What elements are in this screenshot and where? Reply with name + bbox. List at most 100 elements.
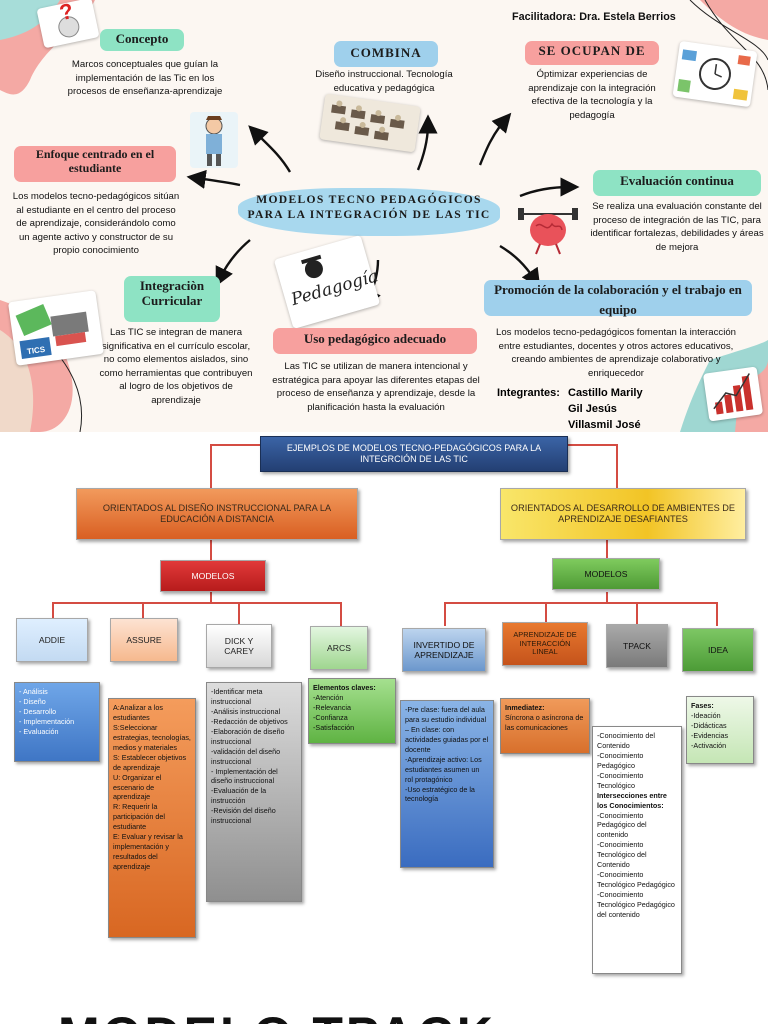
model-name: TPACK: [622, 640, 651, 651]
connector-line: [52, 602, 342, 604]
addie-content-card: - Análisis - Diseño - Desarrollo - Imple…: [14, 682, 100, 762]
arcs-content-card: Elementos claves: -Atención -Relevancia …: [308, 678, 396, 744]
promocion-label: Promoción de la colaboración y el trabaj…: [484, 280, 752, 317]
concepto-description: Marcos conceptuales que guían la impleme…: [67, 59, 223, 98]
model-name: DICK Y CAREY: [224, 635, 254, 656]
classroom-image: [319, 93, 421, 153]
facilitator-text: Facilitadora: Dra. Estela Berrios: [512, 11, 676, 23]
footer-heading: MODELO TPACK: [58, 1006, 496, 1024]
model-interaccion-lineal-node: APRENDIZAJE DE INTERACCIÓN LINEAL: [502, 622, 588, 666]
integrante-name: Castillo Marily: [568, 387, 643, 399]
svg-text:TICS: TICS: [26, 345, 46, 357]
clock-devices-image: [672, 40, 758, 108]
model-arcs-node: ARCS: [310, 626, 368, 670]
assure-content-card: A:Analizar a los estudiantes S:Seleccion…: [108, 698, 196, 938]
model-content: -Atención -Relevancia -Confianza -Satisf…: [313, 692, 355, 732]
integracion-label: Integraciòn Curricular: [124, 276, 220, 322]
right-branch-node: ORIENTADOS AL DESARROLLO DE AMBIENTES DE…: [500, 488, 746, 540]
uso-label: Uso pedagógico adecuado: [273, 328, 477, 354]
footer-heading-clip: MODELO TPACK: [0, 976, 768, 1024]
model-content-title: Elementos claves:: [313, 683, 376, 692]
model-name: ARCS: [327, 642, 351, 653]
connector-line: [444, 602, 718, 604]
connector-line: [238, 602, 240, 624]
combina-label: COMBINA: [334, 41, 438, 67]
left-models-node: MODELOS: [160, 560, 266, 592]
model-content: -Ideación -Didácticas -Evidencias -Activ…: [691, 710, 729, 750]
integrante-name: Gil Jesús: [568, 402, 617, 415]
question-figure-image: ?: [36, 0, 100, 49]
evaluacion-label: Evaluación continua: [593, 170, 761, 196]
idea-content-card: Fases: -Ideación -Didácticas -Evidencias…: [686, 696, 754, 764]
tic-books-image: TICS: [7, 290, 105, 366]
left-branch-node: ORIENTADOS AL DISEÑO INSTRUCCIONAL PARA …: [76, 488, 358, 540]
interaccion-lineal-content-card: Inmediatez: Síncrona o asíncrona de las …: [500, 698, 590, 754]
model-tpack-node: TPACK: [606, 624, 668, 668]
student-figure-image: [190, 112, 238, 168]
se-ocupan-label: SE OCUPAN DE: [525, 41, 659, 65]
model-content-title: Inmediatez:: [505, 703, 545, 712]
growth-chart-image: [702, 366, 764, 422]
center-title-blob: [238, 188, 500, 236]
center-title: MODELOS TECNO PEDAGÓGICOS PARA LA INTEGR…: [247, 193, 491, 222]
svg-text:?: ?: [57, 0, 75, 25]
right-models-label: MODELOS: [584, 568, 628, 579]
evaluacion-description: Se realiza una evaluación constante del …: [590, 201, 764, 253]
connector-line: [606, 592, 608, 602]
connector-line: [210, 444, 262, 446]
model-content: Síncrona o asíncrona de las comunicacion…: [505, 712, 586, 732]
left-models-label: MODELOS: [191, 570, 235, 581]
uso-description: Las TIC se utilizan de manera intenciona…: [272, 361, 480, 413]
right-models-node: MODELOS: [552, 558, 660, 590]
connector-line: [142, 602, 144, 618]
infographic-panel: Facilitadora: Dra. Estela Berrios MODELO…: [0, 0, 768, 432]
diagram-root-title: EJEMPLOS DE MODELOS TECNO-PEDAGÓGICOS PA…: [286, 443, 542, 464]
model-content-title: Fases:: [691, 701, 714, 710]
connector-line: [616, 444, 618, 488]
tpack-content-card: -Conocimiento del Contenido -Conocimient…: [592, 726, 682, 974]
enfoque-label: Enfoque centrado en el estudiante: [14, 146, 176, 182]
model-invertido-node: INVERTIDO DE APRENDIZAJE: [402, 628, 486, 672]
integracion-description: Las TIC se integran de manera significat…: [99, 327, 253, 407]
connector-line: [210, 592, 212, 602]
se-ocupan-description: Óptimizar experiencias de aprendizaje co…: [528, 69, 656, 121]
pedagogia-image: Pedagogía: [273, 234, 380, 330]
model-content: -Conocimiento del Contenido -Conocimient…: [597, 731, 655, 790]
integrantes-list: Castillo Marily Gil Jesús Villasmil José: [568, 386, 643, 432]
dick-carey-content-card: -Identificar meta instruccional -Análisi…: [206, 682, 302, 902]
connector-line: [210, 540, 212, 562]
connector-line: [210, 444, 212, 488]
model-content-title: Intersecciones entre los Conocimientos:: [597, 790, 669, 810]
integrante-name: Villasmil José: [568, 418, 641, 431]
connector-line: [716, 602, 718, 626]
enfoque-description: Los modelos tecno-pedagógicos sitúan al …: [12, 191, 180, 257]
connector-line: [52, 602, 54, 618]
model-assure-node: ASSURE: [110, 618, 178, 662]
combina-description: Diseño instruccional. Tecnología educati…: [315, 69, 453, 94]
model-addie-node: ADDIE: [16, 618, 88, 662]
integrantes-label: Integrantes:: [497, 387, 560, 399]
left-branch-title: ORIENTADOS AL DISEÑO INSTRUCCIONAL PARA …: [102, 502, 332, 524]
connector-line: [636, 602, 638, 624]
connector-line: [444, 602, 446, 626]
model-name: ADDIE: [38, 634, 66, 645]
model-content: -Pre clase: fuera del aula para su estud…: [405, 705, 489, 804]
connector-line: [340, 602, 342, 626]
model-dick-carey-node: DICK Y CAREY: [206, 624, 272, 668]
model-content: -Conocimiento Pedagógico del contenido -…: [597, 810, 675, 919]
brain-weights-image: [516, 200, 580, 258]
model-content: -Identificar meta instruccional -Análisi…: [211, 687, 288, 826]
invertido-content-card: -Pre clase: fuera del aula para su estud…: [400, 700, 494, 868]
model-name: ASSURE: [126, 634, 162, 645]
model-content: A:Analizar a los estudiantes S:Seleccion…: [113, 703, 191, 871]
model-name: INVERTIDO DE APRENDIZAJE: [413, 639, 475, 660]
model-name: APRENDIZAJE DE INTERACCIÓN LINEAL: [513, 629, 577, 657]
right-branch-title: ORIENTADOS AL DESARROLLO DE AMBIENTES DE…: [510, 502, 736, 524]
model-content: - Análisis - Diseño - Desarrollo - Imple…: [19, 687, 75, 736]
connector-line: [545, 602, 547, 622]
concepto-label: Concepto: [100, 29, 184, 51]
connector-line: [606, 540, 608, 562]
model-idea-node: IDEA: [682, 628, 754, 672]
connector-line: [566, 444, 618, 446]
promocion-description: Los modelos tecno-pedagógicos fomentan l…: [496, 327, 736, 379]
